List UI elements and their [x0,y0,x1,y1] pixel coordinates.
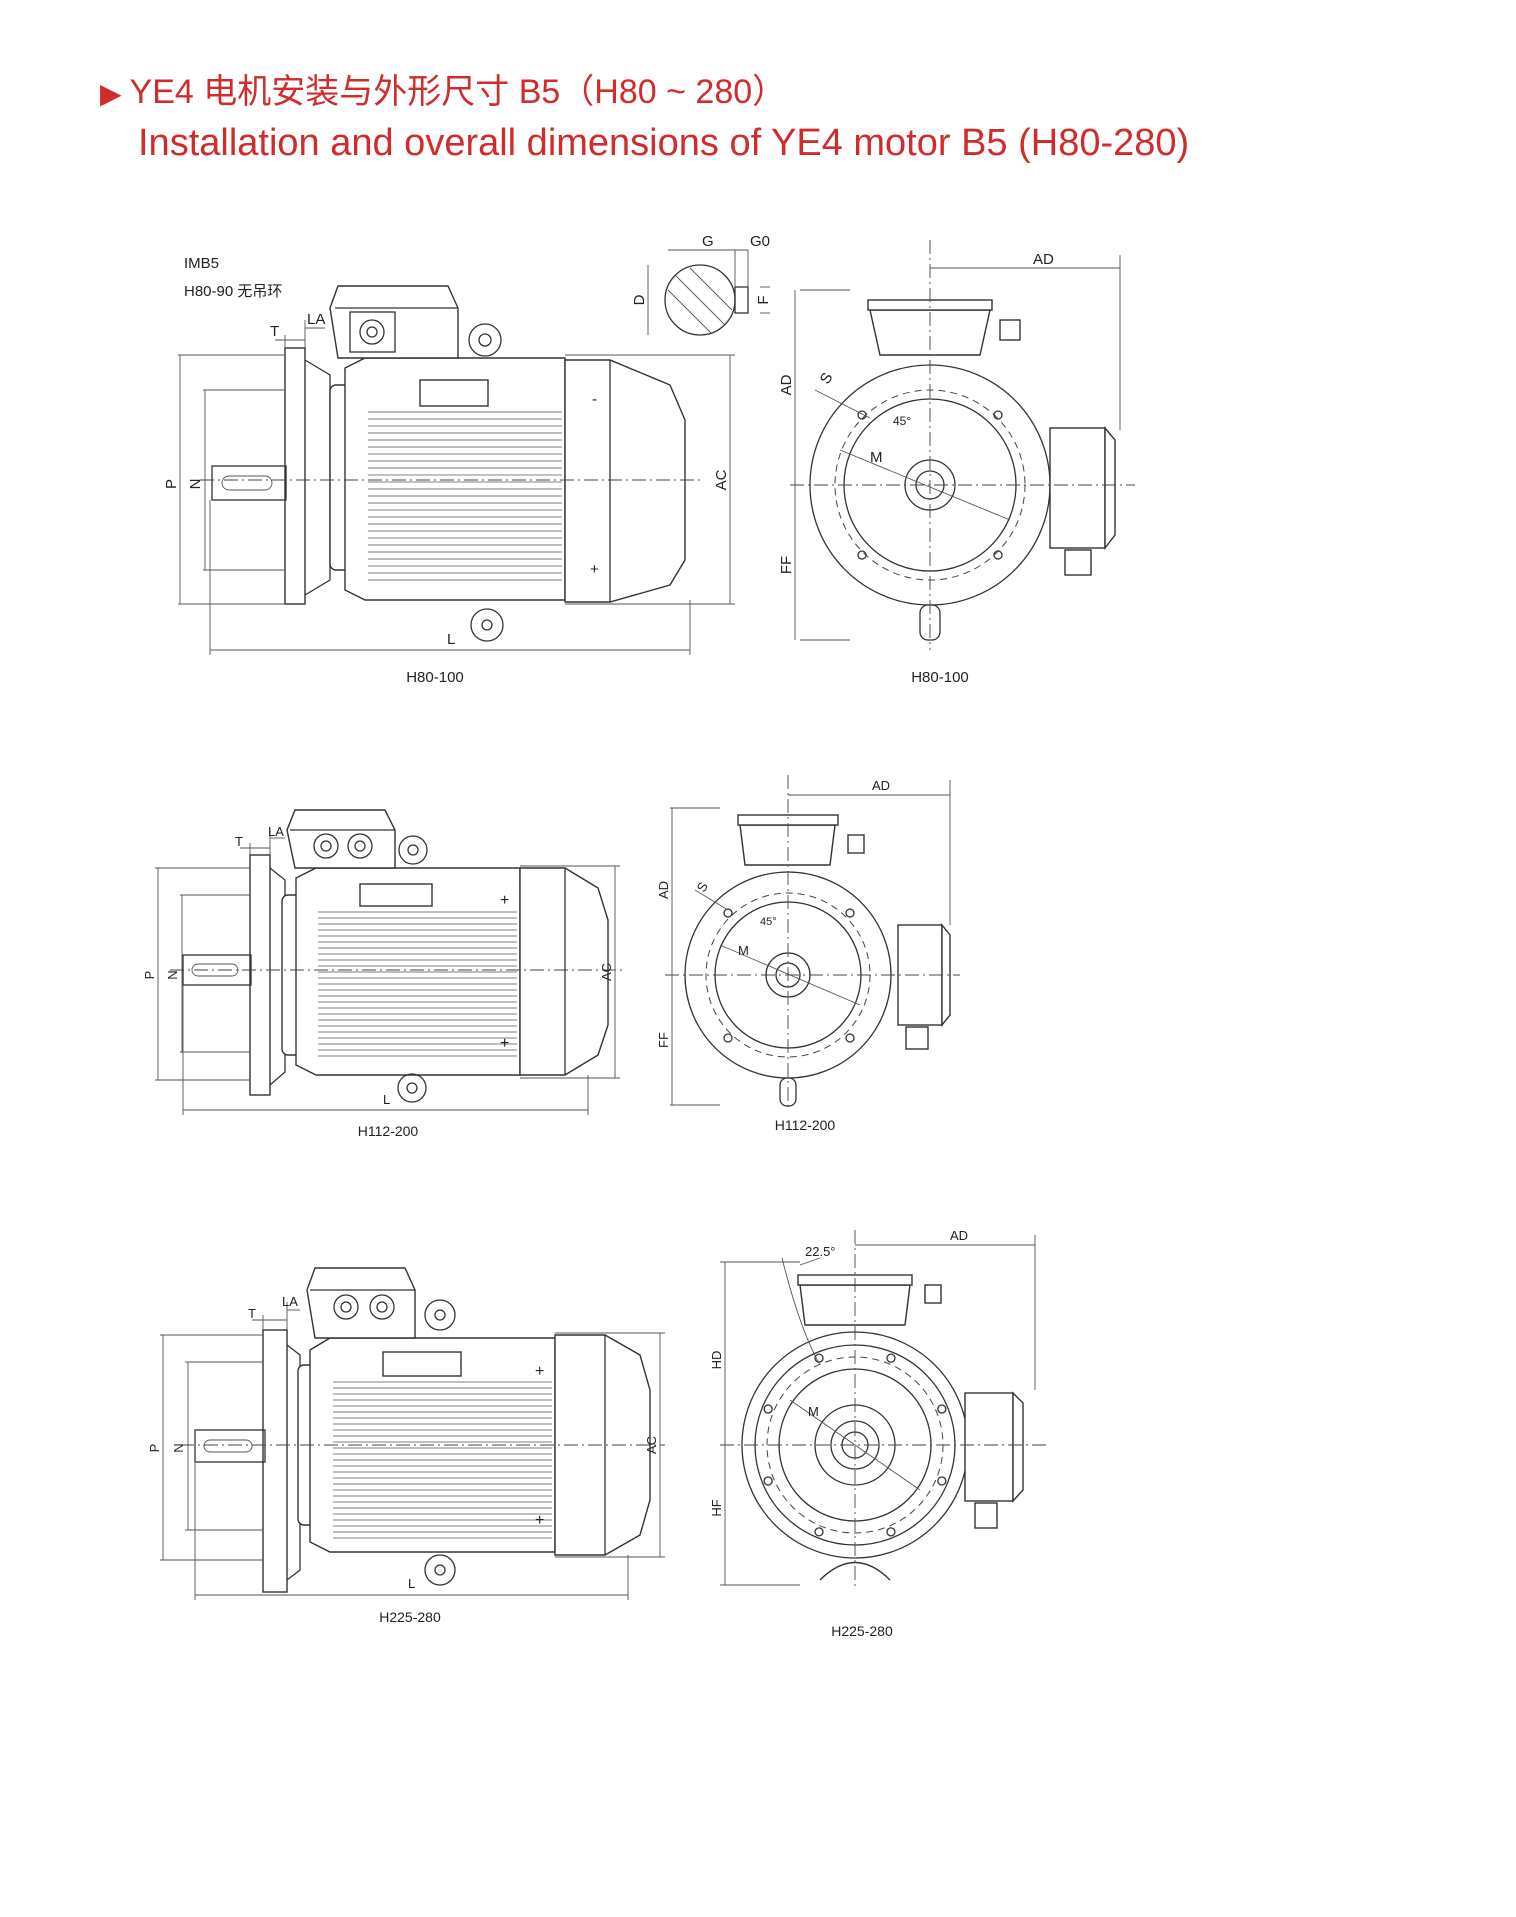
angle-45: 45° [893,414,911,428]
dim-ff: FF [656,1032,671,1048]
lifting-ring-icon [424,1299,456,1331]
caption-side-h225-280: H225-280 [379,1609,441,1625]
caption-side-h112-200: H112-200 [358,1123,419,1139]
page-title-en: Installation and overall dimensions of Y… [138,122,1190,164]
drain-plug-icon [424,1554,456,1586]
bolt-hole [763,1476,773,1486]
dim-la: LA [282,1294,298,1309]
caption-end-h80-100: H80-100 [911,669,969,686]
dim-ad-top: AD [950,1228,968,1243]
fan-cover [564,359,686,603]
dim-n: N [165,970,180,979]
terminal-plus-top: + [535,1363,544,1380]
page-title-zh: ▶YE4 电机安装与外形尺寸 B5（H80 ~ 280） [100,64,786,113]
bolt-hole [763,1404,773,1414]
note-no-lifting-ring: H80-90 无吊环 [184,283,282,300]
note-imb5: IMB5 [184,255,219,272]
dim-ad-side: AD [778,374,795,395]
bolt-hole [814,1353,824,1363]
terminal-box [306,1267,416,1339]
terminal-minus: - [592,391,597,408]
dim-p: P [163,479,180,489]
shaft [194,1429,266,1463]
angle-45: 45° [760,916,777,928]
dim-ac: AC [644,1436,659,1454]
dim-g0: G0 [750,233,770,250]
flange [249,854,271,1096]
dim-la: LA [307,311,325,328]
dim-l: L [447,631,455,648]
end-view-h112-200 [665,775,960,1110]
side-view-h225-280 [160,1267,665,1600]
title-zh-text: YE4 电机安装与外形尺寸 B5（H80 ~ 280） [129,73,787,111]
dim-s: S [817,370,837,387]
dim-p: P [142,971,157,980]
bolt-hole [814,1527,824,1537]
shaft-key-detail [647,249,770,336]
dim-hd: HD [709,1351,724,1370]
dim-hf: HF [709,1499,724,1516]
dim-l: L [383,1092,390,1107]
lifting-ring-icon [398,835,428,865]
end-view-h80-100 [790,240,1135,650]
dim-la: LA [268,824,284,839]
dim-ac: AC [599,963,614,981]
caption-side-h80-100: H80-100 [406,669,464,686]
dim-ac: AC [713,469,730,490]
dim-t: T [270,323,279,340]
dim-ad-top: AD [1033,251,1054,268]
flange [284,347,306,605]
dim-ad-side: AD [656,881,671,899]
dim-p: P [147,1444,162,1453]
bolt-hole [937,1404,947,1414]
end-view-h225-280 [720,1230,1050,1590]
dim-l: L [408,1576,415,1591]
fan-cover [519,867,609,1076]
side-view-h80-100 [178,285,735,655]
dim-m: M [738,943,749,958]
dim-m: M [808,1404,819,1419]
flange [262,1329,288,1593]
angle-22-5: 22.5° [805,1244,836,1259]
bolt-hole [937,1476,947,1486]
dim-t: T [248,1306,256,1321]
terminal-box [286,809,396,869]
shaft [182,954,252,986]
dim-g: G [702,233,714,250]
drain-plug-icon [397,1073,427,1103]
dim-t: T [235,834,243,849]
terminal-box [329,285,459,359]
dim-s: S [694,879,711,894]
dim-f: F [755,295,772,304]
terminal-plus-top: + [500,892,509,909]
shaft [211,465,287,501]
title-marker-icon: ▶ [100,78,122,109]
dim-n: N [171,1443,186,1452]
lifting-ring-icon [468,323,502,357]
terminal-plus-bottom: + [535,1512,544,1529]
side-view-h112-200 [155,809,625,1115]
bolt-hole [886,1353,896,1363]
dim-d: D [631,294,648,305]
fan-cover [554,1334,651,1556]
dim-n: N [187,479,204,490]
drain-plug-icon [470,608,504,642]
terminal-plus: + [590,561,599,578]
caption-end-h112-200: H112-200 [775,1117,836,1133]
dim-ff: FF [778,556,795,574]
dim-m: M [870,449,883,466]
bolt-hole [886,1527,896,1537]
dim-ad-top: AD [872,778,890,793]
terminal-plus-bottom: + [500,1035,509,1052]
caption-end-h225-280: H225-280 [831,1623,893,1639]
